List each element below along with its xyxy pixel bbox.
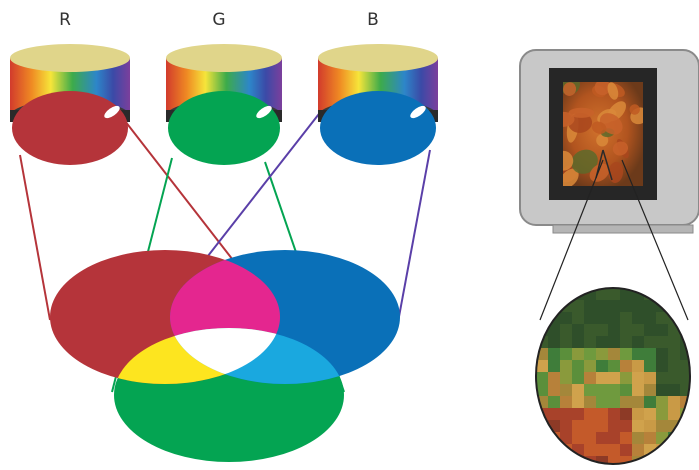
glint-icon	[410, 105, 426, 119]
monitor	[519, 49, 699, 234]
label-r: R	[59, 10, 71, 30]
monitor-stand	[552, 224, 694, 234]
zoom-lines	[539, 159, 689, 321]
yellow-overlap	[114, 328, 280, 384]
blue-ray-right	[397, 149, 431, 323]
green-lens	[166, 44, 282, 165]
blue-lens	[318, 44, 438, 165]
glint-icon	[256, 105, 272, 119]
label-g: G	[212, 10, 225, 30]
glint-icon	[104, 105, 120, 119]
red-lens	[10, 44, 130, 165]
zoom-line-right	[621, 159, 689, 321]
label-b: B	[367, 10, 379, 30]
zoom-line-left	[539, 159, 604, 321]
venn-color-mixing	[50, 250, 400, 462]
pixel-zoom-circle	[535, 287, 691, 465]
red-ray-left	[19, 154, 51, 321]
leaf-photo	[563, 82, 643, 186]
